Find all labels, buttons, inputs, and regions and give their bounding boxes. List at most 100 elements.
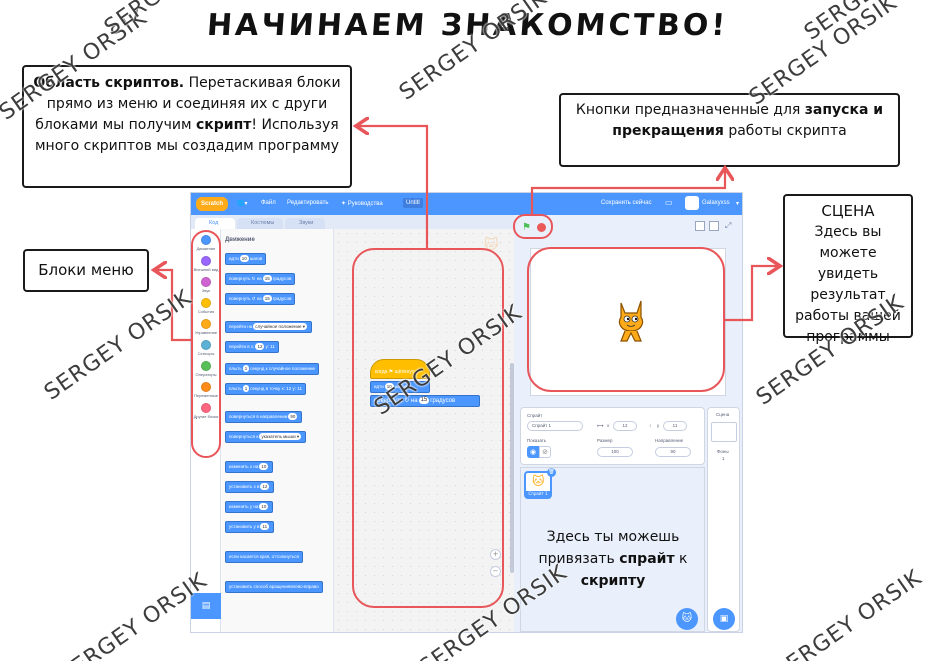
sprite-link-note: Здесь ты можешь привязать спрайт к скрип… (538, 529, 688, 589)
fullscreen-icon[interactable]: ⤢ (725, 221, 732, 230)
green-flag-icon[interactable]: ⚑ (522, 222, 531, 233)
hat-block-when-flag-clicked[interactable]: когда ⚑ щёлкнут (370, 359, 430, 379)
folder-icon[interactable]: ▭ (665, 198, 673, 207)
block-input[interactable]: 10 (259, 503, 269, 511)
delete-sprite-icon[interactable]: 🗑 (547, 468, 556, 477)
project-title-field[interactable]: Untitl (403, 198, 423, 208)
block-input[interactable]: 10 (259, 463, 269, 471)
category-item[interactable]: Сенсоры (191, 340, 221, 356)
x-position-input[interactable]: 12 (613, 421, 637, 431)
tab-sounds[interactable]: Звуки (285, 218, 325, 232)
block-text: градусов (272, 296, 292, 301)
block-text: перейти в x: (229, 344, 255, 349)
avatar[interactable] (685, 196, 699, 210)
stage-canvas[interactable] (530, 248, 726, 396)
zoom-out-icon[interactable]: − (490, 566, 501, 577)
cat-thumbnail-icon: 🐱 (532, 474, 545, 488)
highlight-stage (527, 247, 725, 392)
zoom-in-icon[interactable]: + (490, 549, 501, 560)
stage-target-panel[interactable]: Сцена Фоны 1 ▣ (707, 407, 740, 632)
block-input[interactable]: 12 (260, 483, 270, 491)
sprite-name-input[interactable]: Спрайт 1 (527, 421, 583, 431)
tab-costumes[interactable]: Костюмы (237, 218, 283, 232)
stage-thumbnail[interactable] (711, 422, 737, 442)
page-title: НАЧИНАЕМ ЗНАКОМСТВО! (205, 8, 730, 43)
category-label: События (197, 309, 215, 314)
category-item[interactable]: Звук (191, 277, 221, 293)
block-input[interactable]: 90 (288, 413, 298, 421)
show-visible-icon[interactable]: ◉ (527, 446, 539, 458)
y-position-input[interactable]: 11 (663, 421, 687, 431)
scratch-logo[interactable]: Scratch (196, 197, 228, 211)
choose-sprite-button[interactable]: 🐱 (676, 608, 698, 630)
tab-code[interactable]: Код (195, 218, 235, 232)
category-color-icon (201, 403, 211, 413)
callout-scripts-area: Область скриптов. Перетаскивая блоки пря… (22, 65, 352, 188)
block-text: установить способ вращения (229, 584, 291, 589)
category-label: Управление (194, 330, 218, 335)
menu-file[interactable]: Файл (261, 200, 276, 206)
block-input[interactable]: указатель мыши ▾ (259, 433, 302, 441)
show-hidden-icon[interactable]: ⊘ (539, 446, 551, 458)
user-menu[interactable]: Galaxyxss (702, 200, 730, 206)
category-item[interactable]: Другие блоки (191, 403, 221, 419)
category-item[interactable]: Управление (191, 319, 221, 335)
large-stage-icon[interactable] (709, 221, 719, 231)
category-item[interactable]: Переменные (191, 382, 221, 398)
block-input[interactable]: 1 (242, 365, 250, 373)
block-input[interactable]: 11 (260, 523, 270, 531)
palette-title: Движение (225, 237, 255, 243)
menu-tutorials[interactable]: ✦ Руководства (341, 201, 383, 207)
category-item[interactable]: Операторы (191, 361, 221, 377)
block-text: влево-вправо (290, 584, 319, 589)
category-item[interactable]: Внешний вид (191, 256, 221, 272)
block-input[interactable]: 12 (255, 343, 265, 351)
callout-run-buttons: Кнопки предназначенные для запуска и пре… (559, 93, 900, 167)
size-input[interactable]: 100 (597, 447, 633, 457)
add-extension-button[interactable]: ▤ (191, 593, 221, 619)
block-input[interactable]: 10 (239, 255, 249, 263)
direction-input[interactable]: 90 (655, 447, 691, 457)
stage-panel-title: Сцена (716, 412, 730, 417)
category-item[interactable]: События (191, 298, 221, 314)
scripts-scrollbar[interactable] (510, 363, 514, 573)
highlight-block-categories (191, 230, 221, 458)
block-input[interactable]: 1 (242, 385, 250, 393)
palette-block[interactable]: установить способ вращениявлево-вправо (225, 581, 323, 593)
callout-blocks-menu: Блоки меню (23, 249, 149, 292)
backdrops-label: Фоны (717, 449, 729, 454)
block-input[interactable]: случайное положение ▾ (253, 323, 308, 331)
block-text: повернуть ↻ на (229, 276, 262, 281)
category-label: Другие блоки (193, 414, 219, 419)
menu-edit[interactable]: Редактировать (287, 200, 329, 206)
block-input[interactable]: 15 (262, 295, 272, 303)
save-now-button[interactable]: Сохранить сейчас (601, 200, 652, 206)
choose-backdrop-button[interactable]: ▣ (713, 608, 735, 630)
block-input[interactable]: 15 (262, 275, 272, 283)
globe-icon[interactable]: 🌐▾ (237, 201, 248, 207)
chevron-down-icon[interactable]: ▾ (736, 201, 740, 207)
small-stage-icon[interactable] (695, 221, 705, 231)
palette-block[interactable]: если касается края, оттолкнуться (225, 551, 303, 563)
cat-sprite-icon[interactable] (611, 297, 651, 343)
block-text: градусов (272, 276, 292, 281)
arrow-blocks-menu (156, 270, 192, 342)
category-label: Звук (201, 288, 211, 293)
category-color-icon (201, 382, 211, 392)
